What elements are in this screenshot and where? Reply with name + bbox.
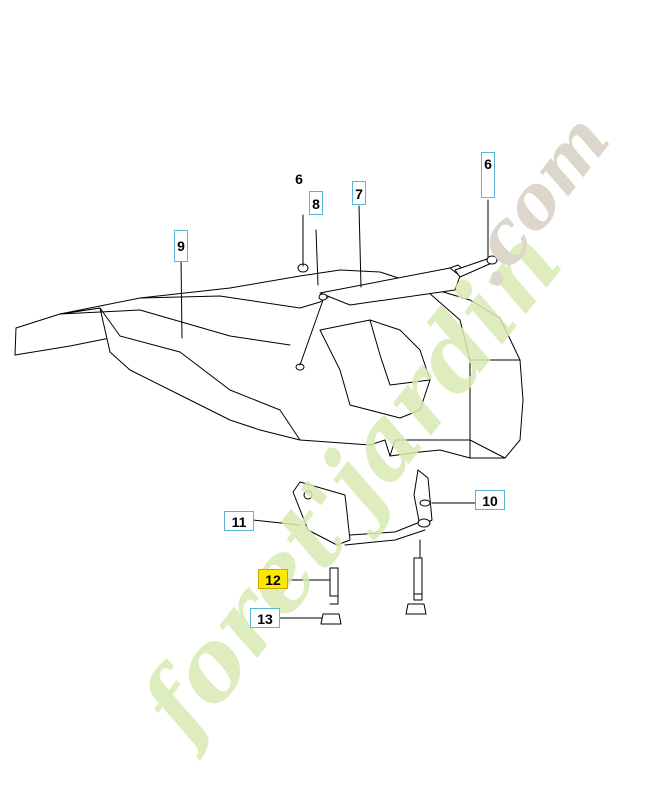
callout-9: 9 (174, 230, 188, 262)
callout-8: 8 (309, 191, 323, 215)
callout-12: 12 (258, 569, 288, 589)
callout-6-bolt: 6 (481, 152, 495, 198)
bracket (319, 267, 461, 306)
nut-13-left (320, 613, 342, 625)
bolt-12-right (413, 557, 423, 595)
washer (318, 293, 328, 301)
callout-10: 10 (475, 490, 505, 510)
fender-recess (319, 319, 431, 419)
callout-11: 11 (224, 511, 254, 531)
callout-6-nut: 6 (295, 171, 303, 187)
callout-13: 13 (250, 608, 280, 628)
nut-13-right (405, 603, 427, 615)
callout-7: 7 (352, 181, 366, 205)
